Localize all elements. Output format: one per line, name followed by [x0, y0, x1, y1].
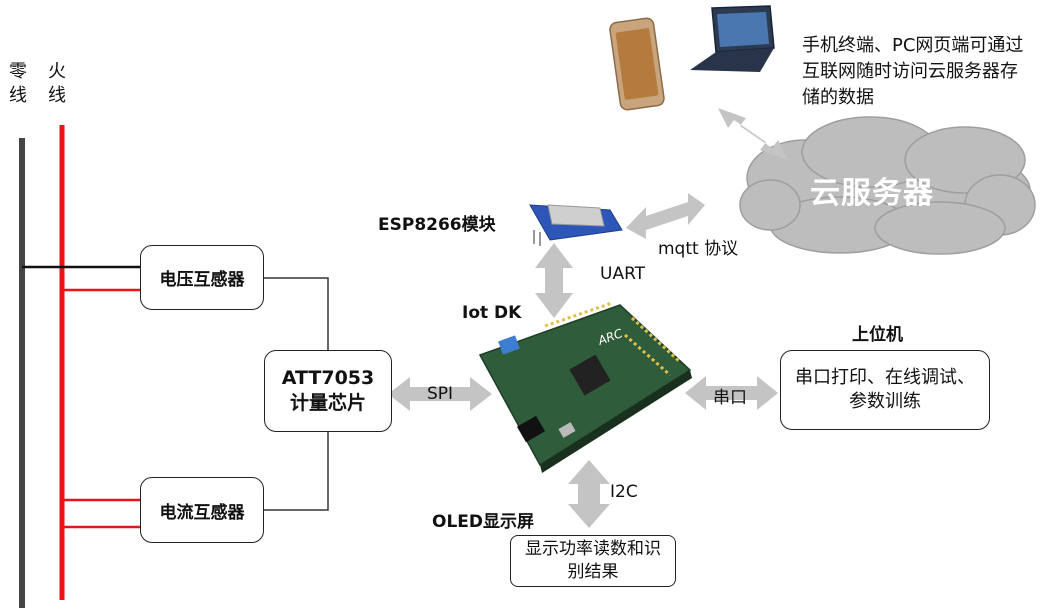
voltage-transformer-box: 电压互感器	[140, 245, 264, 310]
spi-label: SPI	[427, 384, 454, 404]
devices-note: 手机终端、PC网页端可通过互联网随时访问云服务器存储的数据	[802, 35, 1024, 109]
spi-arrow	[388, 377, 492, 411]
meter-chip-model: ATT7053	[281, 367, 375, 390]
voltage-transformer-label: 电压互感器	[159, 270, 245, 290]
meter-chip-box: ATT7053 计量芯片	[264, 350, 392, 432]
serial-label: 串口	[713, 388, 747, 408]
i2c-label: I2C	[610, 482, 638, 502]
mqtt-label: mqtt 协议	[658, 239, 739, 259]
live-label-char-2: 线	[48, 85, 66, 106]
iot-dk-label: Iot DK	[462, 303, 522, 323]
host-pc-functions: 串口打印、在线调试、参数训练	[795, 366, 975, 412]
current-transformer-box: 电流互感器	[140, 477, 264, 543]
live-wire-label: 火 线	[48, 60, 66, 108]
esp8266-module-image	[529, 204, 623, 246]
mqtt-arrow	[626, 193, 705, 239]
serial-arrow	[685, 376, 778, 410]
meter-chip-label: 计量芯片	[289, 392, 366, 414]
oled-title: OLED显示屏	[432, 512, 535, 532]
live-label-char-1: 火	[48, 61, 66, 82]
current-transformer-label: 电流互感器	[159, 502, 245, 523]
oled-content-text: 显示功率读数和识别结果	[525, 539, 661, 582]
arrows	[388, 108, 788, 528]
cloud-server-label: 云服务器	[810, 176, 934, 211]
oled-content-box: 显示功率读数和识别结果	[510, 535, 676, 587]
devices-cloud-arrow	[718, 108, 788, 160]
i2c-arrow	[568, 460, 610, 528]
iot-dk-board-image: ARC	[478, 301, 692, 473]
current-to-chip-line	[264, 432, 329, 511]
voltage-to-chip-line	[264, 277, 329, 352]
phone-icon	[609, 17, 665, 111]
neutral-label-char-2: 线	[9, 85, 27, 106]
host-pc-box: 串口打印、在线调试、参数训练	[780, 350, 990, 430]
host-pc-title: 上位机	[852, 325, 903, 345]
esp8266-label: ESP8266模块	[378, 215, 496, 235]
neutral-wire-label: 零 线	[9, 60, 27, 108]
uart-arrow	[535, 243, 573, 318]
laptop-icon	[690, 5, 775, 72]
neutral-label-char-1: 零	[9, 61, 27, 82]
uart-label: UART	[600, 264, 646, 284]
cloud-shape	[739, 116, 1036, 255]
